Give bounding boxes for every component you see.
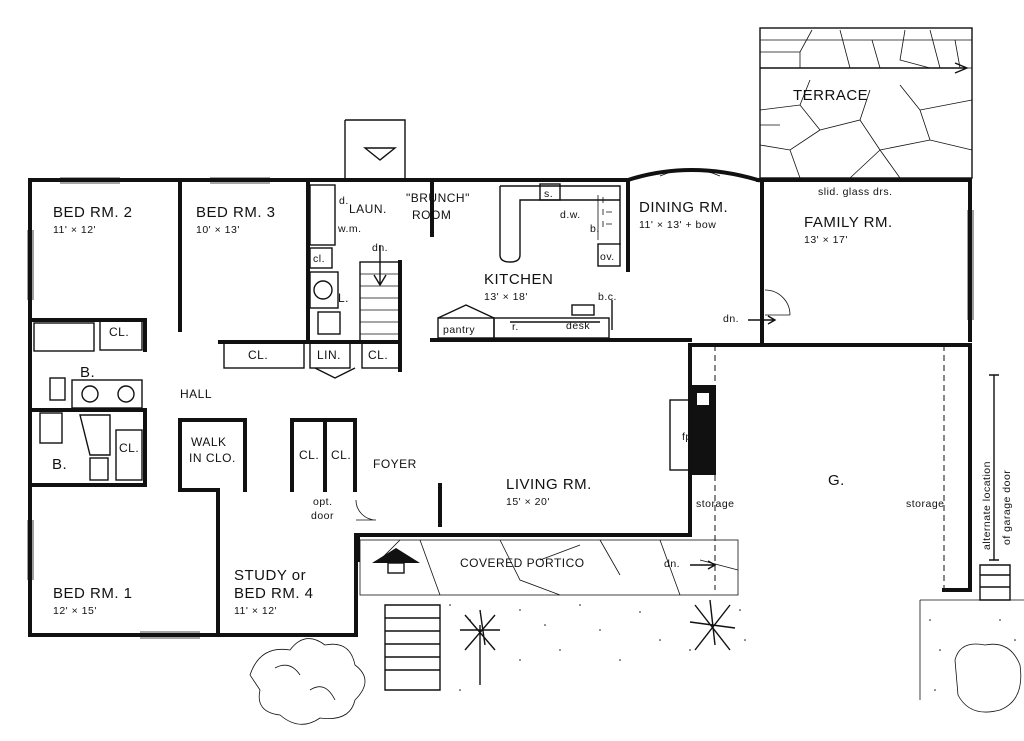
garage-details [714, 345, 1011, 601]
landscaping [249, 599, 1024, 725]
refrigerator-label: r. [512, 321, 519, 333]
kitchen-size: 13' × 18' [484, 291, 528, 303]
opt-door-label-1: opt. [313, 496, 333, 508]
broom-closet-label: b.c. [598, 291, 617, 303]
opt-door-label-2: door [311, 510, 334, 522]
study-label-1: STUDY or [234, 567, 306, 584]
fireplace [669, 385, 716, 475]
family-rm-label: FAMILY RM. [804, 214, 893, 231]
sliding-doors-label: slid. glass drs. [818, 186, 893, 198]
portico-paving [359, 539, 739, 691]
bath-1-label: B. [80, 364, 95, 381]
bath-fixtures [33, 319, 143, 481]
laundry-stairs [309, 119, 406, 343]
desk-label: desk [566, 320, 590, 332]
washer-label: w.m. [337, 223, 362, 235]
linen-label: LIN. [317, 348, 341, 362]
brunch-room-label: ROOM [412, 208, 451, 222]
bed-rm-3-size: 10' × 13' [196, 224, 240, 236]
fireplace-label: fp. [682, 431, 695, 443]
lav-label: L. [338, 291, 349, 305]
foyer-closet-1-label: CL. [299, 448, 319, 462]
bed-rm-1-size: 12' × 15' [53, 605, 97, 617]
storage-right-label: storage [906, 498, 945, 510]
alt-garage-door-label-2: of garage door [1001, 470, 1013, 545]
sink-label: s. [544, 188, 553, 200]
storage-left-label: storage [696, 498, 735, 510]
dishwasher-label: d.w. [560, 209, 581, 221]
dining-rm-label: DINING RM. [639, 199, 728, 216]
bed-rm-1-label: BED RM. 1 [53, 585, 133, 602]
bath-closet-label: CL. [109, 325, 129, 339]
garage-label: G. [828, 472, 845, 489]
terrace-label: TERRACE [793, 87, 868, 104]
foyer-label: FOYER [373, 457, 417, 471]
family-step-down-label: dn. [723, 313, 739, 325]
alt-garage-door-label-1: alternate location [981, 461, 993, 550]
living-rm-size: 15' × 20' [506, 496, 550, 508]
living-rm-label: LIVING RM. [506, 476, 592, 493]
bed-rm-3-label: BED RM. 3 [196, 204, 276, 221]
foyer-closet-2-label: CL. [331, 448, 351, 462]
study-size: 11' × 12' [234, 605, 277, 617]
study-label-2: BED RM. 4 [234, 585, 314, 602]
stair-closet-label: CL. [368, 348, 388, 362]
portico-step-down-label: dn. [664, 558, 680, 570]
dining-rm-size: 11' × 13' + bow [639, 219, 716, 231]
closets [223, 341, 401, 379]
walk-in-label-1: WALK [191, 435, 227, 449]
dryer-label: d. [339, 195, 349, 207]
exterior-walls [28, 168, 972, 637]
laundry-label: LAUN. [349, 202, 387, 216]
interior-walls [28, 178, 764, 637]
burner-label: b. [590, 223, 600, 235]
bed-rm-2-size: 11' × 12' [53, 224, 96, 236]
ground-stipple [449, 604, 1016, 691]
family-rm-size: 13' × 17' [804, 234, 848, 246]
bed-rm-2-label: BED RM. 2 [53, 204, 133, 221]
hall-label: HALL [180, 387, 212, 401]
door-swings [355, 289, 791, 521]
stair-down-label: dn. [372, 242, 388, 254]
kitchen-fixtures [437, 183, 621, 339]
brunch-label: "BRUNCH" [406, 191, 470, 205]
walk-in-label-2: IN CLO. [189, 451, 236, 465]
bath-2-closet-label: CL. [119, 441, 139, 455]
bath-2-label: B. [52, 456, 67, 473]
windows [27, 169, 974, 639]
hall-closet-label: CL. [248, 348, 268, 362]
oven-label: ov. [600, 251, 615, 263]
portico-label: COVERED PORTICO [460, 556, 585, 570]
kitchen-label: KITCHEN [484, 271, 553, 288]
pantry-label: pantry [443, 324, 475, 336]
laundry-cl-label: cl. [313, 253, 325, 265]
room-labels: BED RM. 2 11' × 12' BED RM. 3 10' × 13' … [52, 87, 1013, 617]
